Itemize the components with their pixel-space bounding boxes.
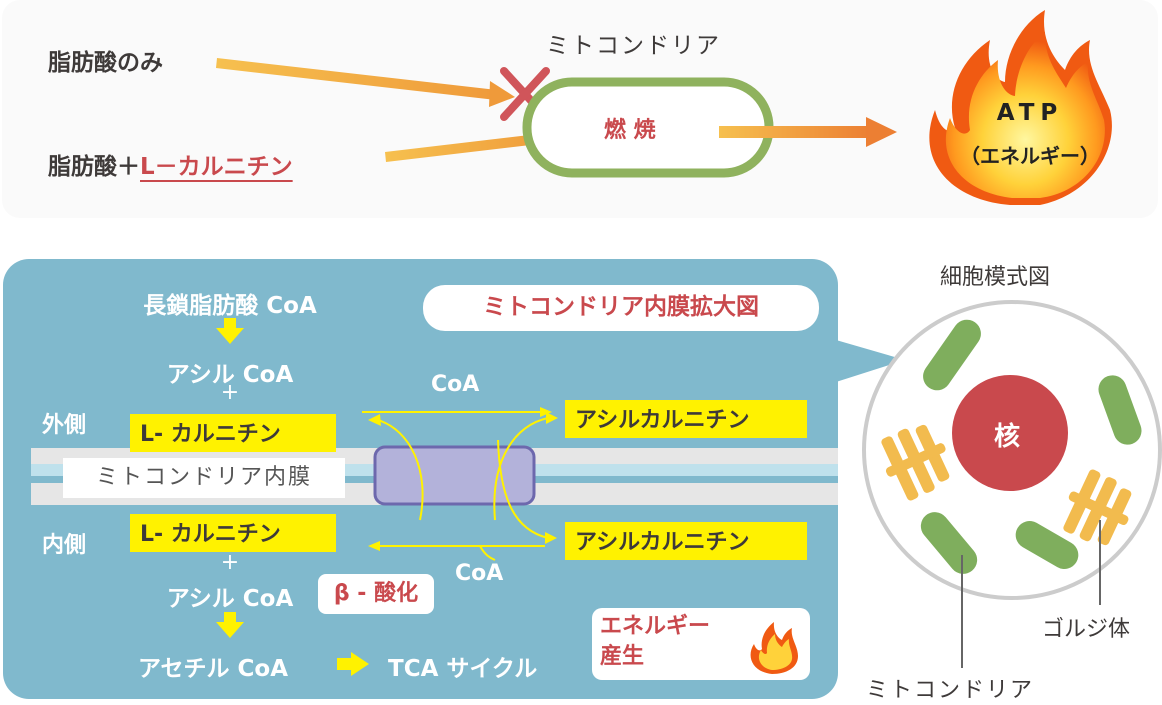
plus-top: + (220, 380, 240, 405)
arrow-down-1 (216, 318, 244, 344)
plus-bottom: + (220, 550, 240, 575)
arrow-to-atp (719, 117, 897, 147)
golgi-label: ゴルジ体 (1042, 617, 1131, 642)
cell-title: 細胞模式図 (940, 265, 1051, 290)
mitochondria-organelles (920, 319, 1142, 574)
inner-side-label: 内側 (42, 533, 87, 558)
acylcarnitine-inner: アシルカルニチン (565, 522, 807, 560)
acyl-coa-top: アシル CoA (166, 362, 294, 388)
nucleus (952, 375, 1068, 491)
nucleus-label: 核 (994, 422, 1021, 452)
acylcarnitine-outer: アシルカルニチン (565, 400, 807, 438)
label-fatty-acid-carnitine: 脂肪酸＋L－カルニチン (48, 147, 293, 181)
membrane-label: ミトコンドリア内膜 (63, 458, 345, 498)
tca-cycle-label: TCA サイクル (388, 656, 538, 682)
label-fatty-acid-only: 脂肪酸のみ (48, 50, 163, 76)
panel-pointer (836, 340, 905, 382)
acetyl-coa-label: アセチル CoA (138, 656, 289, 682)
coa-bottom-label: CoA (455, 561, 504, 586)
beta-oxidation-badge: β - 酸化 (318, 574, 434, 614)
arrow-fatty-acid-only (216, 58, 515, 107)
atp-label: ATP (996, 100, 1064, 126)
mitochondria-cell-label: ミトコンドリア (866, 678, 1035, 703)
enlarged-title: ミトコンドリア内膜拡大図 (423, 285, 819, 331)
carnitine-outer: L- カルニチン (130, 414, 336, 452)
small-fire-icon (750, 622, 798, 674)
arrow-right-tca (337, 652, 369, 676)
energy-label: （エネルギー） (960, 144, 1100, 168)
coa-flow-arrows (362, 407, 558, 561)
energy-production-box: エネルギー 産生 (592, 608, 810, 680)
energy-production-label: エネルギー 産生 (600, 614, 711, 669)
carnitine-inner: L- カルニチン (130, 514, 336, 552)
fatty-acid-prefix: 脂肪酸＋ (48, 154, 140, 180)
coa-top-label: CoA (431, 372, 480, 397)
fire-icon (929, 10, 1112, 205)
acyl-coa-bottom: アシル CoA (166, 586, 294, 612)
golgi-apparatus (881, 424, 1132, 546)
combustion-label: 燃 焼 (604, 118, 656, 143)
outer-side-label: 外側 (42, 413, 87, 438)
long-chain-label: 長鎖脂肪酸 CoA (143, 293, 317, 319)
arrow-down-2 (216, 612, 244, 638)
mitochondria-top-label: ミトコンドリア (546, 33, 721, 59)
carnitine-highlight: L－カルニチン (140, 154, 293, 180)
